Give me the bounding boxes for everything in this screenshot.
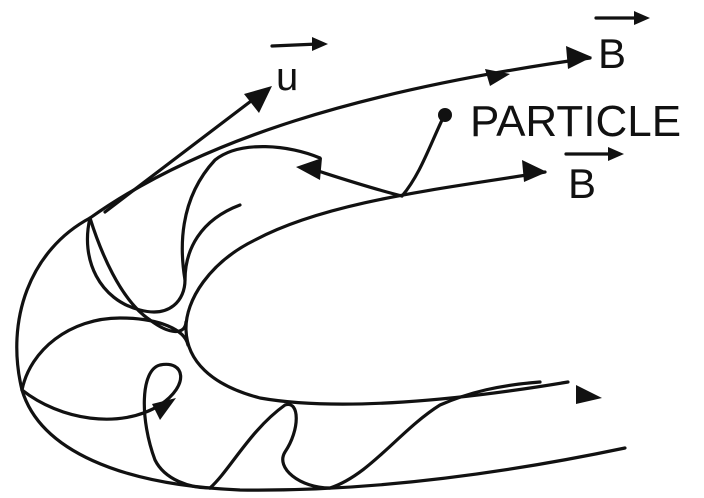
velocity-arrowhead	[244, 86, 272, 113]
particle-label: PARTICLE	[470, 97, 681, 146]
spiral-arrowhead	[152, 398, 176, 420]
lower-b-overline-arrowhead	[608, 147, 624, 161]
spiral-loop-6	[208, 402, 332, 490]
u-overline-arrowhead	[312, 37, 328, 51]
inner-field-arrowhead	[522, 160, 547, 182]
particle-trajectory	[400, 116, 445, 198]
particle-dot	[438, 108, 452, 122]
backflow-arrowhead	[296, 158, 322, 180]
spiral-loop-5	[20, 362, 212, 490]
spiral-loop-4	[20, 316, 190, 392]
u-overline-arrow	[270, 42, 320, 48]
velocity-vector-line	[103, 96, 257, 214]
spiral-loop-3	[88, 216, 188, 334]
spiral-loop-2	[180, 145, 322, 282]
upper-field-label: B	[598, 30, 626, 77]
spiral-loop-1	[85, 203, 242, 314]
lower-flow-arrowhead	[576, 385, 602, 404]
field-line-backflow	[313, 168, 404, 198]
upper-b-overline-arrowhead	[634, 11, 650, 25]
outer-field-arrowhead	[566, 46, 592, 69]
velocity-label: u	[276, 55, 298, 99]
lower-field-label: B	[568, 160, 596, 207]
spiral-loop-7	[328, 380, 542, 490]
inner-envelope-curve	[184, 170, 570, 406]
outer-flow-arrowhead	[485, 69, 510, 86]
